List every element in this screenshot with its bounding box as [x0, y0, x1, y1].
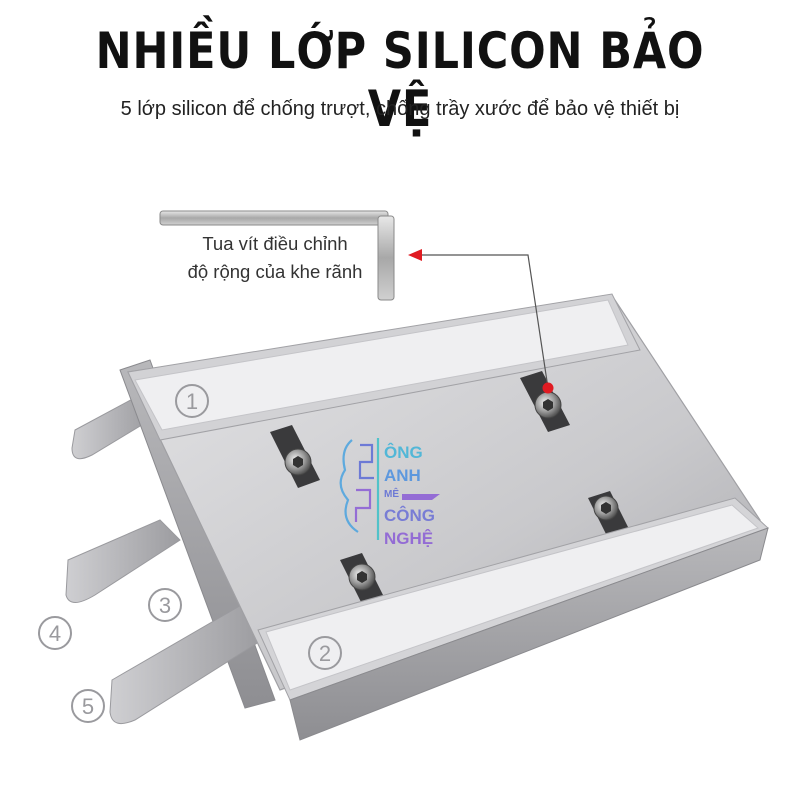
annotation-line-1: Tua vít điều chỉnh — [202, 233, 348, 254]
page-subtitle: 5 lớp silicon để chống trượt, chống trầy… — [120, 98, 680, 120]
svg-text:5: 5 — [82, 694, 94, 719]
screwdriver-annotation: Tua vít điều chỉnh độ rộng của khe rãnh — [140, 230, 410, 286]
watermark-line-2: ANH — [384, 466, 421, 485]
support-leg-front — [109, 599, 263, 725]
annotation-pointer — [408, 249, 554, 394]
svg-text:2: 2 — [319, 641, 331, 666]
layer-label-1: 1 — [175, 384, 209, 418]
layer-label-2: 2 — [308, 636, 342, 670]
watermark-line-3: MÊ — [384, 487, 399, 500]
svg-text:3: 3 — [159, 593, 171, 618]
silicon-pad-2 — [257, 497, 769, 741]
svg-text:4: 4 — [49, 621, 61, 646]
svg-text:1: 1 — [186, 389, 198, 414]
circuit-brain-icon — [339, 438, 380, 540]
brand-watermark: ÔNG ANH MÊ CÔNG NGHỆ — [339, 438, 440, 548]
layer-label-5: 5 — [71, 689, 105, 723]
watermark-line-5: NGHỆ — [384, 529, 433, 548]
layer-label-4: 4 — [38, 616, 72, 650]
hex-wrench-icon — [159, 210, 395, 301]
watermark-line-1: ÔNG — [384, 443, 423, 462]
watermark-line-4: CÔNG — [384, 506, 435, 525]
silicon-pad-1 — [127, 293, 641, 441]
layer-label-3: 3 — [148, 588, 182, 622]
page-title: NHIỀU LỚP SILICON BẢO VỆ — [95, 22, 705, 138]
support-leg-back — [65, 394, 181, 603]
annotation-line-2: độ rộng của khe rãnh — [187, 261, 363, 282]
hex-screws — [284, 391, 619, 591]
